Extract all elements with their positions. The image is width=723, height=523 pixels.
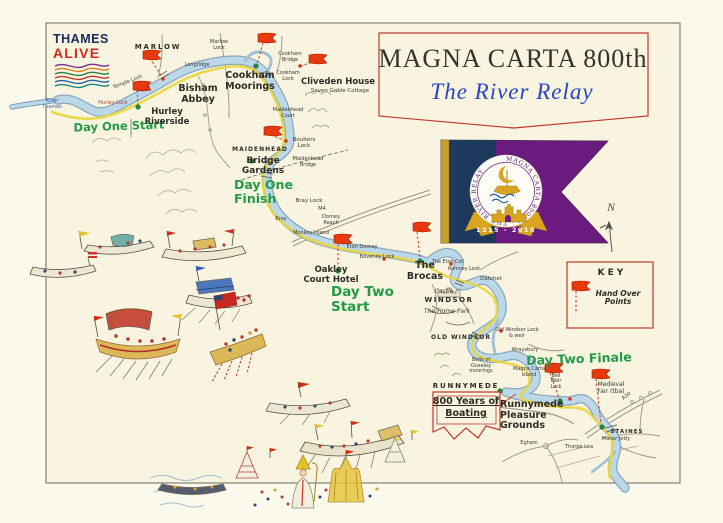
- flag-years: 1215 - 2015: [476, 226, 536, 234]
- label-bray-lock: Bray Lock: [295, 198, 323, 204]
- label-the-brocas: The Brocas: [406, 260, 444, 282]
- banner-800-border: [432, 391, 501, 440]
- label-boulters-lock: Boulters Lock: [292, 137, 316, 150]
- label-pleasure-grounds: Runnymede Pleasure Grounds: [500, 399, 564, 432]
- label-bells-of-ouseley: Bells of Ouseley moorings: [469, 357, 493, 375]
- label-cookham-moorings: Cookham Moorings: [225, 70, 275, 92]
- compass-north-label: N: [606, 200, 616, 214]
- title-box-border: [378, 32, 649, 129]
- label-medieval-fair: Medieval Fair (tba): [597, 381, 625, 395]
- flotilla-illustration: [29, 228, 471, 475]
- label-oakley-court: Oakley Court Hotel: [303, 265, 359, 285]
- bishop-figure: [291, 454, 318, 509]
- fair-illustration: [149, 430, 419, 509]
- label-windsor: WINDSOR: [424, 296, 474, 304]
- label-manor-jetty: Manor Jetty: [601, 436, 631, 442]
- thames-path: [50, 64, 614, 480]
- label-marlow-lock: Marlow Lock: [210, 39, 228, 51]
- boat-rowing-cutter: [299, 420, 405, 475]
- key-item-handover: Hand Over Points: [595, 289, 641, 307]
- label-longridge: Longridge: [184, 62, 210, 68]
- label-cookham-bridge: Cookham Bridge: [278, 51, 302, 63]
- logo-line2: ALIVE: [53, 44, 101, 61]
- label-river-thames: River Thames: [42, 98, 62, 110]
- north-arrow: [599, 220, 614, 253]
- label-magna-carta-island: Magna Carta Island: [512, 366, 546, 378]
- boat-shallop-1: [78, 230, 155, 255]
- boat-sketches-small: [427, 305, 471, 326]
- label-egham: Egham: [520, 440, 538, 446]
- label-thorpe-lea: Thorpe Lea: [564, 444, 594, 450]
- label-eton-coll: The Eton Coll: [432, 260, 464, 265]
- windsor-castle-icon: [437, 287, 461, 298]
- label-old-windsor: OLD WINDSOR: [431, 334, 491, 341]
- day-two-start-label: Day Two Start: [331, 284, 394, 316]
- relay-flag: MAGNA CARTA 800TH · THE RIVER RELAY: [440, 139, 609, 244]
- flag-crest: [489, 166, 527, 223]
- label-bisham-abbey: Bisham Abbey: [178, 83, 218, 105]
- boat-skiff-flag: [265, 381, 351, 426]
- label-bridge-gardens: Bridge Gardens: [241, 156, 285, 177]
- label-romney-lock: Romney Lock: [447, 267, 481, 272]
- label-boveney-lock: Boveney Lock: [359, 254, 395, 260]
- label-m4: M4: [318, 206, 326, 212]
- banner-line2: Boating: [445, 408, 487, 419]
- label-dorney-reach: Dorney Reach: [321, 214, 341, 226]
- key-box-border: [566, 261, 654, 329]
- label-hurley-riverside: Hurley Riverside: [144, 107, 190, 127]
- label-monkey-island: Monkey Island: [293, 230, 329, 236]
- label-maidenhead-court: Maidenhead Court: [272, 107, 304, 119]
- map-subtitle: The River Relay: [430, 79, 594, 104]
- banner-line1: 800 Years of: [432, 396, 500, 407]
- logo-waves-icon: [54, 63, 110, 88]
- label-old-windsor-lock: Old Windsor Lock & weir: [495, 327, 539, 339]
- label-staines: STAINES: [610, 429, 644, 435]
- label-cookham-lock: Cookham Lock: [276, 70, 300, 82]
- thames-alive-logo: THAMES ALIVE: [53, 33, 115, 93]
- logo-line1: THAMES: [53, 32, 109, 46]
- day-one-finish-label: Day One Finish: [234, 177, 293, 206]
- label-bell-weir-lock: Bell Weir Lock: [550, 374, 562, 390]
- banner-connector: [499, 393, 517, 406]
- boat-barge-ensign: [209, 291, 267, 383]
- boat-skiff-left: [29, 252, 97, 278]
- label-bray: Bray: [275, 216, 287, 222]
- boat-royal-barge: [93, 308, 182, 381]
- label-runnymede: RUNNYMEDE: [432, 382, 500, 390]
- label-castle: Castle: [434, 288, 454, 295]
- label-maidenhead: MAIDENHEAD: [232, 146, 288, 153]
- label-datchet: Datchet: [480, 276, 502, 282]
- map-title: MAGNA CARTA 800th: [378, 44, 648, 73]
- label-eton-dorney: Eton Dorney: [346, 244, 378, 250]
- label-hurley-lock: Hurley Lock: [98, 100, 128, 106]
- label-seven-gable: Seven Gable Cottage: [310, 88, 370, 94]
- label-wraysbury: Wraysbury: [511, 347, 539, 353]
- boat-barge-gold-canopy: [161, 228, 247, 262]
- label-cliveden-house: Cliveden House: [300, 77, 376, 87]
- key-title: KEY: [597, 268, 627, 278]
- label-maidenhead-bridge: Maidenhead Bridge: [292, 156, 324, 168]
- label-home-park: The Home Park: [424, 308, 470, 315]
- label-marlow: MARLOW: [134, 43, 182, 51]
